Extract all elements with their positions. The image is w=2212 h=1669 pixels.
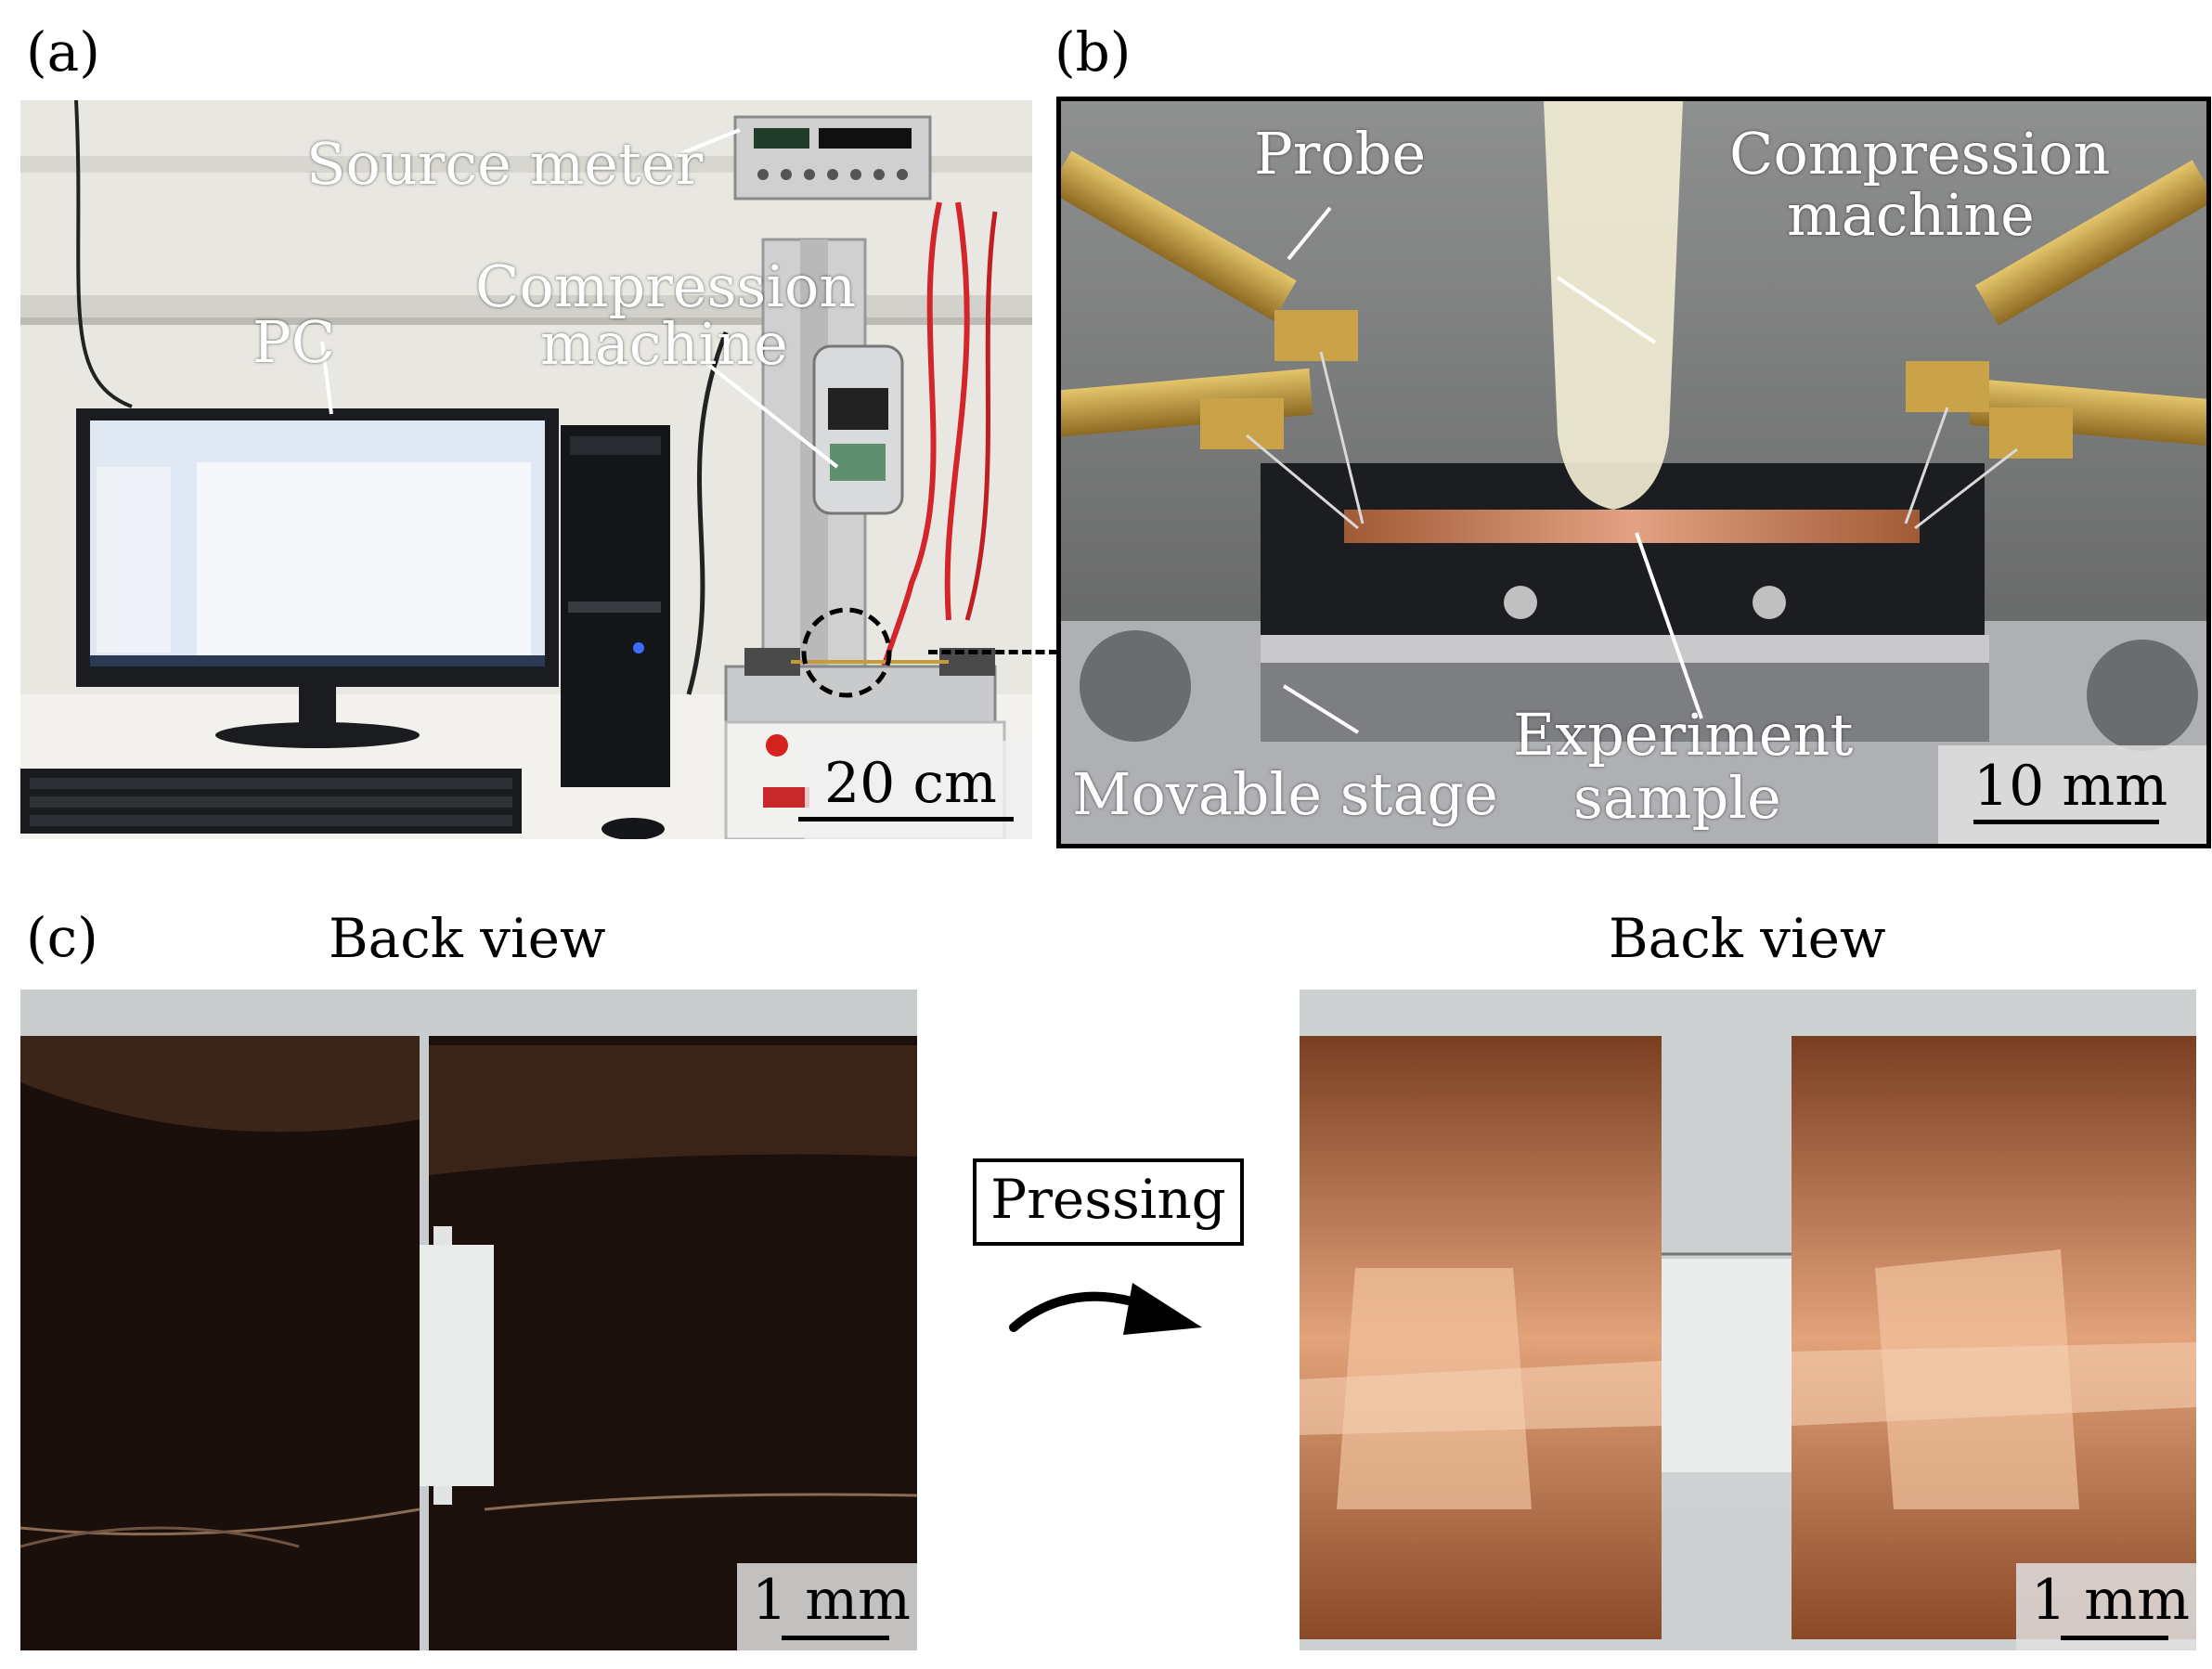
scale-bar-line-c-right [2061,1636,2168,1640]
source-meter-label: Source meter [306,130,704,198]
pc-label: PC [252,308,336,376]
compression-machine-label-line1: Compression [475,252,857,320]
panel-label-a: (a) [26,20,100,84]
scale-bar-text-a: 20 cm [824,751,997,816]
lab-setup-photo: Source meter Compression machine PC 20 c… [20,100,1032,839]
experiment-sample-label-line2: sample [1573,764,1781,832]
scale-bar-text-c-left: 1 mm [752,1568,912,1633]
scale-bar-line-a [798,817,1014,822]
back-view-after-photo: 1 mm [1300,990,2196,1650]
back-view-title-left: Back view [329,907,606,970]
back-view-before-photo: 1 mm [20,990,917,1650]
pressing-label: Pressing [973,1158,1244,1246]
compression-machine-label-b-line2: machine [1787,181,2035,249]
scale-bar-box-a [805,741,1032,839]
scale-bar-line-b [1973,820,2159,824]
scale-bar-text-b: 10 mm [1973,754,2168,819]
scale-bar-box-b [1938,745,2206,844]
back-view-title-right: Back view [1609,907,1886,970]
experiment-sample-label-line1: Experiment [1513,701,1854,769]
zoom-connector-line [928,650,1058,654]
probe-label: Probe [1254,120,1427,188]
scale-bar-text-c-right: 1 mm [2031,1568,2191,1633]
movable-stage-label: Movable stage [1072,760,1498,828]
compression-machine-label-b-line1: Compression [1729,120,2111,188]
panel-label-b: (b) [1054,20,1132,84]
compression-machine-label-line2: machine [540,310,788,378]
panel-label-c: (c) [26,906,98,969]
scale-bar-line-c-left [782,1636,889,1640]
sample-stage-photo: Probe Compression machine Movable stage … [1056,97,2211,848]
pressing-arrow-icon [1009,1283,1202,1335]
